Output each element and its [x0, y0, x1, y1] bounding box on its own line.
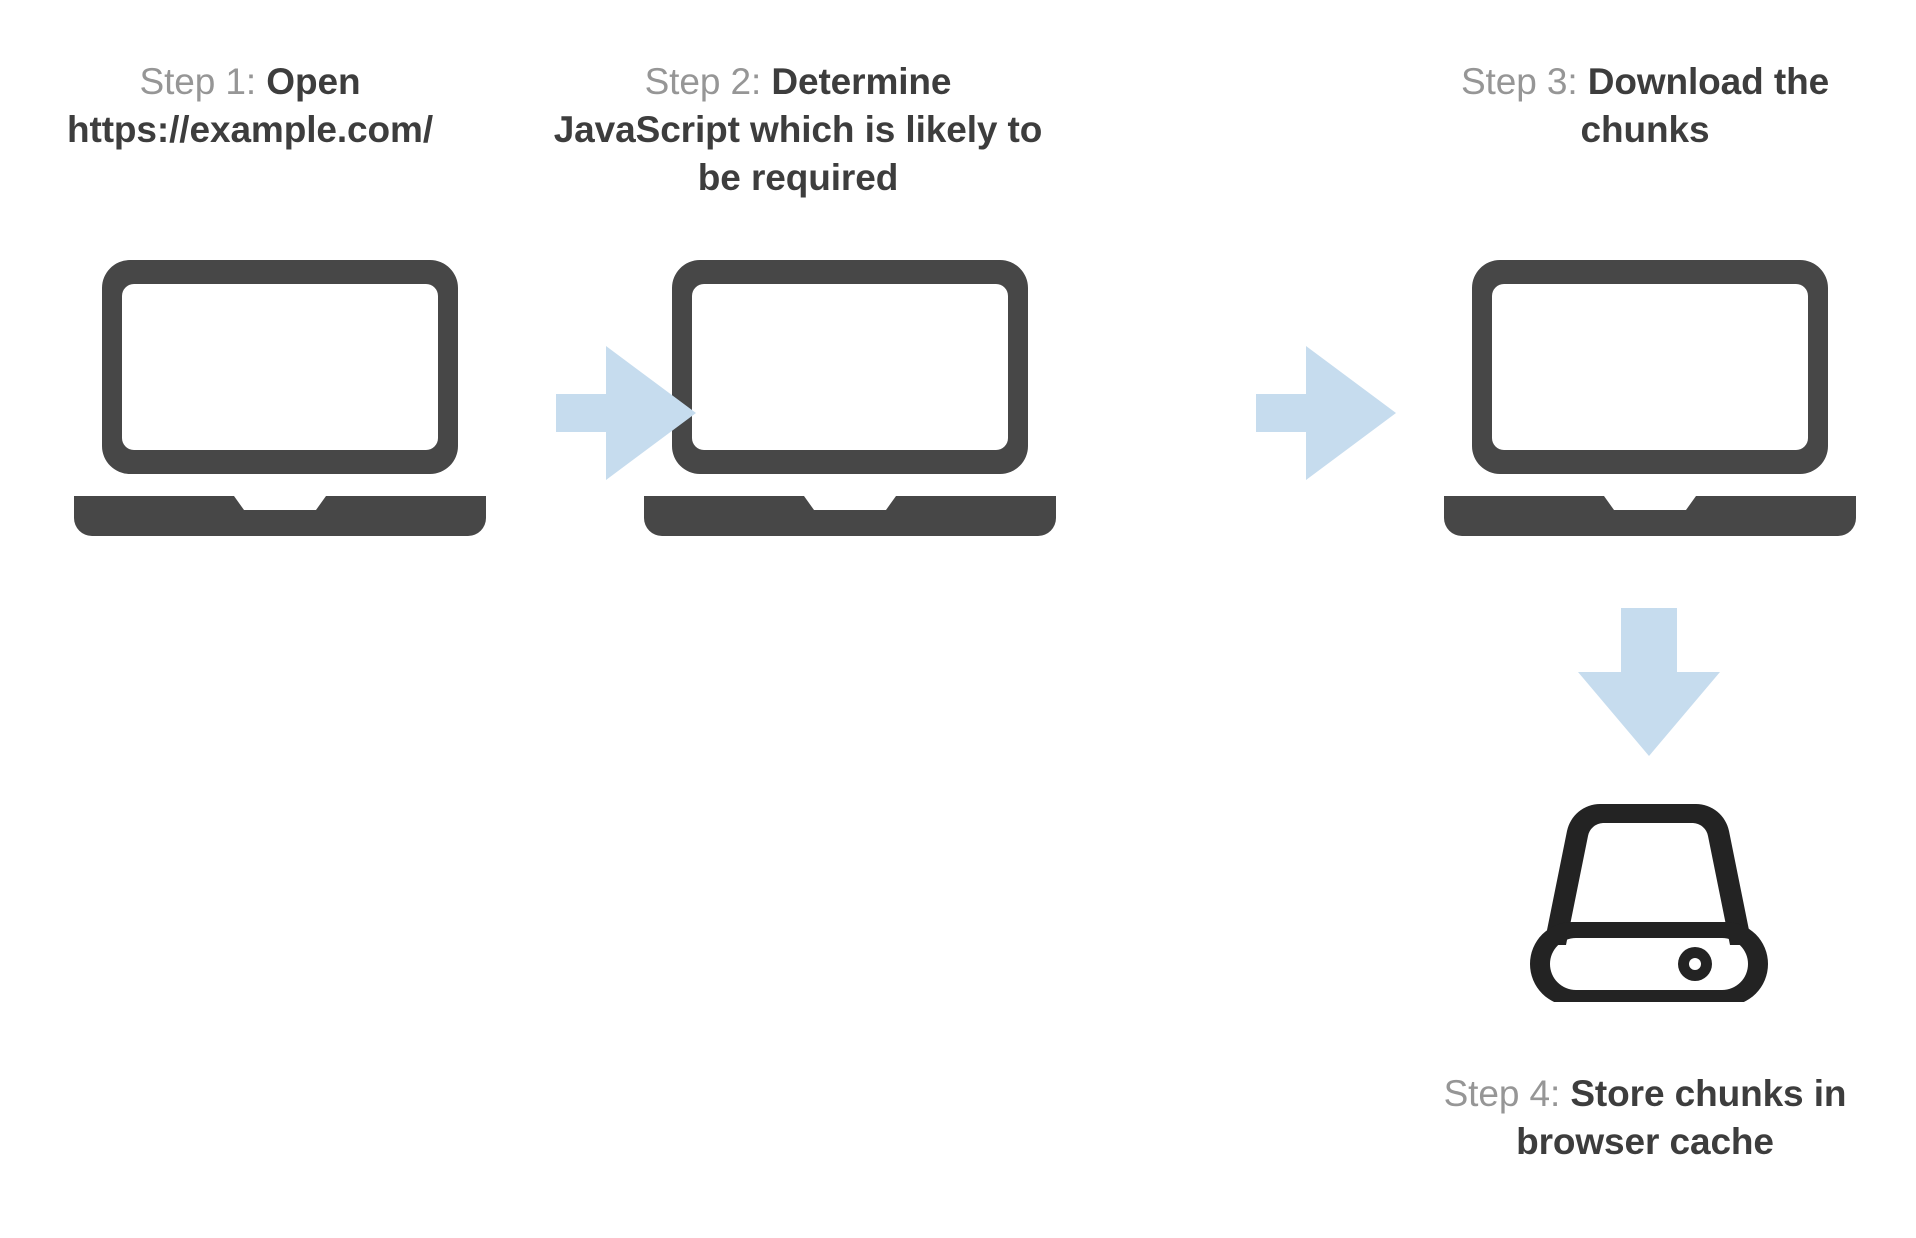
laptop-icon — [1440, 252, 1860, 552]
step-1-caption: Step 1: Open https://example.com/ — [20, 58, 480, 154]
laptop-icon — [640, 252, 1060, 552]
disk-drive-icon — [1528, 786, 1770, 1002]
step-2-caption: Step 2: Determine JavaScript which is li… — [548, 58, 1048, 202]
step-4-caption: Step 4: Store chunks in browser cache — [1400, 1070, 1890, 1166]
arrow-right-icon — [1256, 346, 1396, 480]
arrow-down-icon — [1578, 608, 1720, 756]
step-3-text: Download the chunks — [1580, 61, 1830, 151]
step-1-label: Step 1: — [139, 61, 257, 102]
laptop-icon — [70, 252, 490, 552]
step-4-label: Step 4: — [1443, 1073, 1561, 1114]
step-2-text: Determine JavaScript which is likely to … — [553, 61, 1043, 199]
step-2-label: Step 2: — [644, 61, 762, 102]
step-3-caption: Step 3: Download the chunks — [1400, 58, 1890, 154]
step-4-text: Store chunks in browser cache — [1516, 1073, 1847, 1163]
step-1-text: Open https://example.com/ — [66, 61, 434, 151]
arrow-right-icon — [556, 346, 696, 480]
step-3-label: Step 3: — [1460, 61, 1578, 102]
